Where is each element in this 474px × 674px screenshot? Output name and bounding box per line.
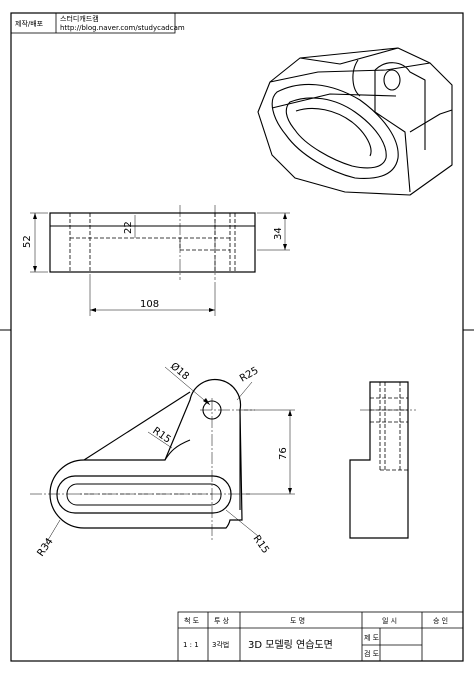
checker-label: 검 도 — [364, 650, 380, 658]
scale-value: 1 : 1 — [183, 641, 199, 649]
projection-label: 투 상 — [214, 616, 230, 625]
dim-outer-radius: R34 — [35, 536, 55, 558]
dim-hole-dia: Ø18 — [168, 360, 192, 382]
dim-slot-depth: 22 — [123, 221, 134, 234]
dim-inner-radius: R15 — [251, 533, 271, 555]
dim-front-height: 52 — [22, 235, 33, 248]
dim-right-height: 34 — [273, 227, 284, 240]
title-block — [177, 611, 464, 662]
front-view — [30, 205, 290, 316]
header-author: 스터디캐드캠 — [60, 14, 99, 23]
top-view — [30, 366, 295, 546]
drawing-name: 3D 모델링 연습도면 — [248, 639, 333, 651]
dim-length: 108 — [140, 299, 159, 310]
title-block-text: 척 도 투 상 도 명 일 시 승 인 1 : 1 3각법 제 도 검 도 — [183, 616, 448, 658]
header-box: 제작/배포 스터디캐드캠 http://blog.naver.com/study… — [10, 12, 185, 34]
side-view — [349, 381, 416, 539]
drafter-label: 제 도 — [364, 634, 380, 642]
date-label: 일 시 — [382, 616, 397, 625]
page-frame — [0, 12, 474, 662]
header-url: http://blog.naver.com/studycadcam — [60, 24, 185, 32]
drawing-name-label: 도 명 — [290, 616, 305, 625]
isometric-view — [257, 47, 453, 196]
scale-label: 척 도 — [184, 617, 200, 625]
dim-center-distance: 76 — [278, 447, 289, 460]
dim-fillet-radius: R15 — [150, 425, 172, 445]
approval-label: 승 인 — [433, 616, 448, 625]
projection-value: 3각법 — [212, 640, 229, 649]
header-label: 제작/배포 — [15, 19, 44, 28]
dim-top-radius: R25 — [238, 365, 261, 384]
